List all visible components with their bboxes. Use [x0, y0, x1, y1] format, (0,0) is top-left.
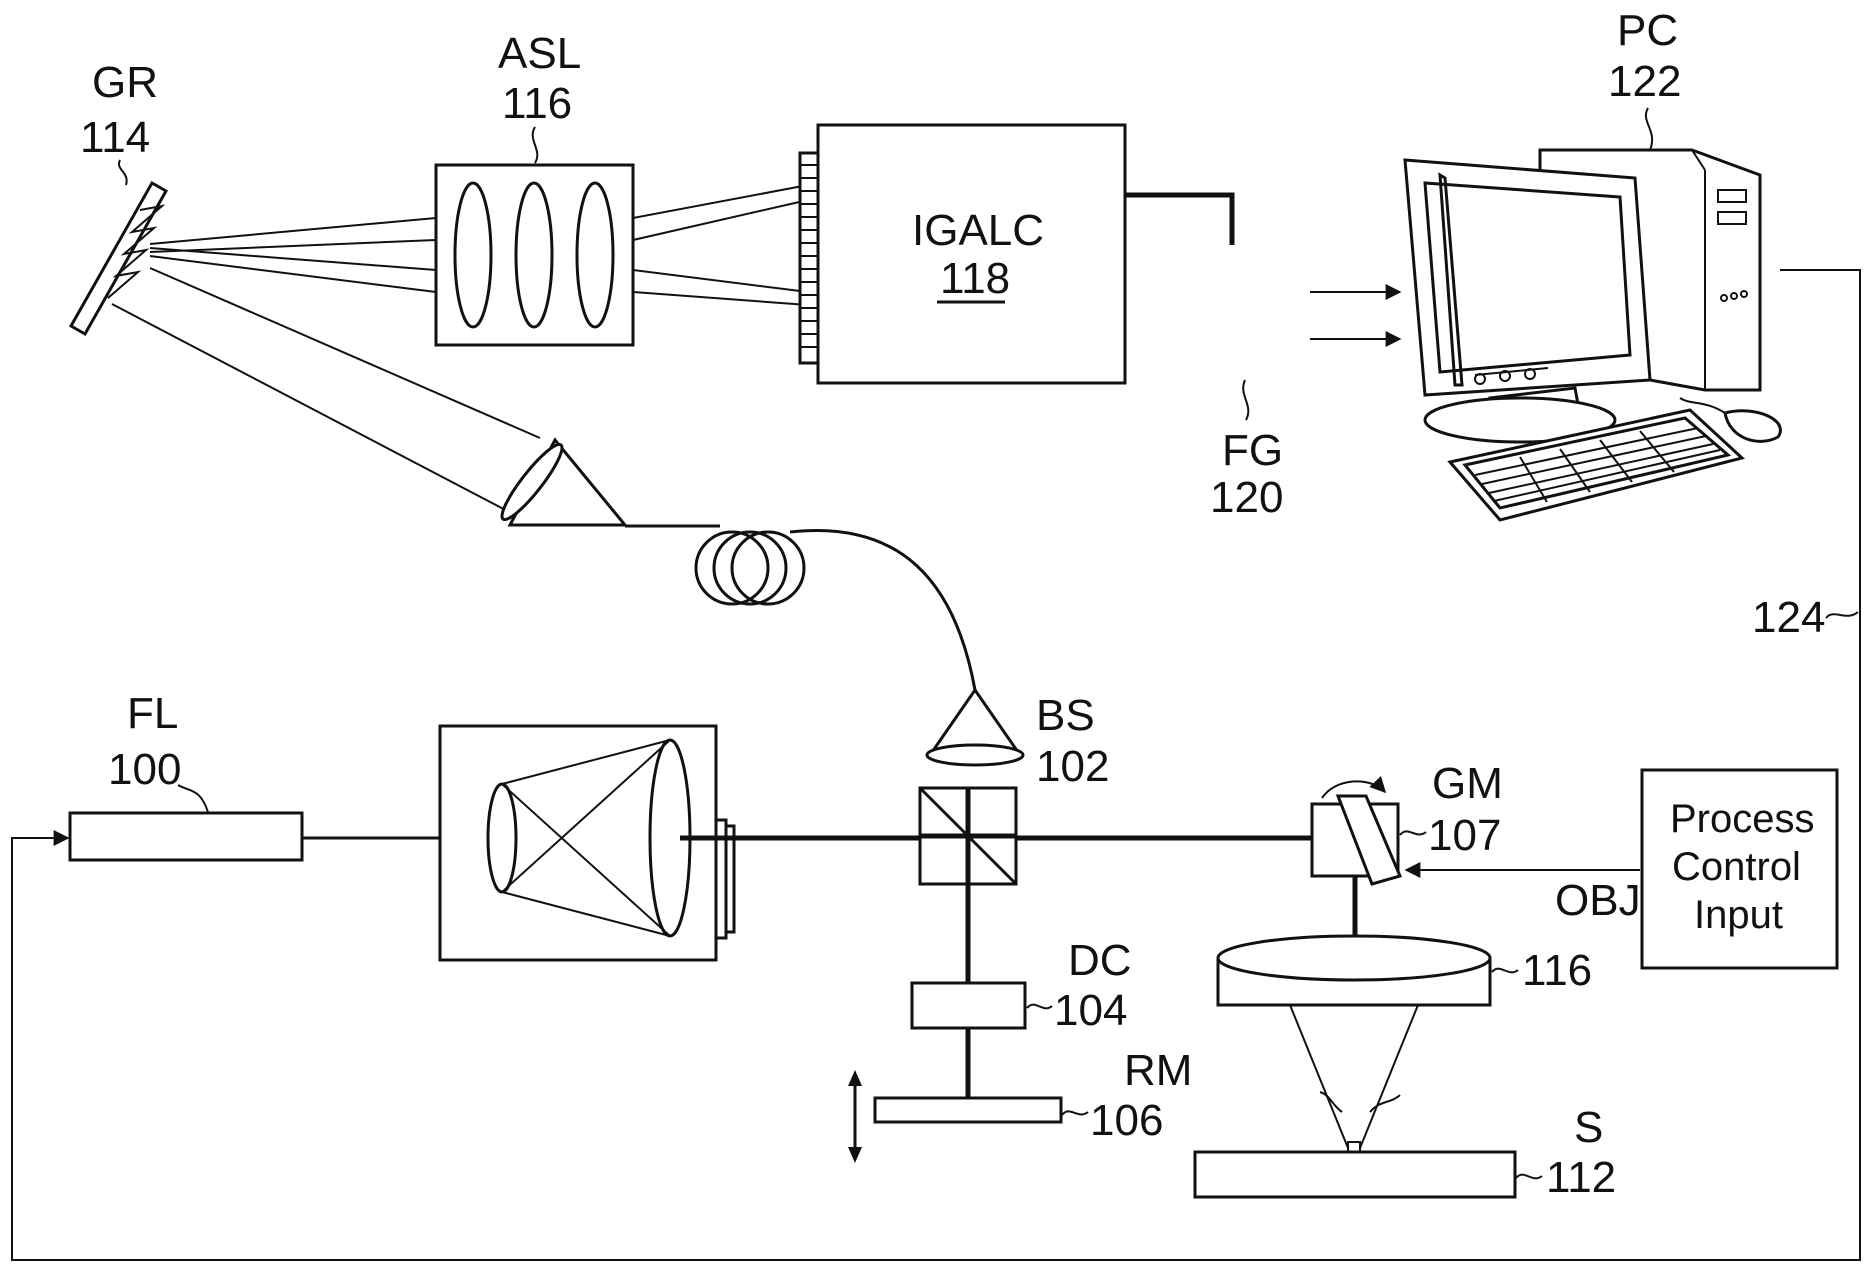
mirror-icon [875, 1098, 1061, 1122]
gr-leader [119, 160, 127, 185]
camera-cable [1125, 195, 1232, 245]
galvo-mirror-icon [1312, 781, 1400, 884]
asl-leader [533, 127, 538, 163]
rm-name: RM [1124, 1046, 1192, 1095]
s-name: S [1574, 1103, 1603, 1152]
obj-name: OBJ [1555, 876, 1641, 925]
objective-lens-icon [1218, 936, 1490, 1005]
gm-ref: 107 [1428, 811, 1501, 860]
link-ref: 124 [1752, 593, 1825, 642]
bs-ref: 102 [1036, 742, 1109, 791]
beam-expander-icon [440, 726, 734, 960]
computer-icon [1405, 150, 1780, 520]
gm-leader [1400, 831, 1426, 835]
s-leader [1516, 1175, 1542, 1179]
fg-ref: 120 [1210, 473, 1283, 522]
fl-laser [70, 813, 302, 860]
focus-cone [1290, 1005, 1418, 1152]
sample-stage [1195, 1152, 1515, 1197]
gm-name: GM [1432, 759, 1503, 808]
pci-line1: Process [1670, 797, 1815, 841]
bs-name: BS [1036, 691, 1095, 740]
pci-line3: Input [1694, 893, 1783, 937]
link-leader [1826, 612, 1858, 618]
beam-splitter-icon [920, 788, 1016, 884]
igalc-name: IGALC [912, 206, 1044, 255]
obj-ref: 116 [1522, 946, 1592, 995]
lens-array-icon [436, 165, 633, 345]
bs-collimator-icon [927, 690, 1023, 765]
fl-name: FL [127, 689, 178, 738]
fl-ref: 100 [108, 745, 181, 794]
dc-name: DC [1068, 936, 1132, 985]
gr-name: GR [92, 58, 158, 107]
s-ref: 112 [1546, 1153, 1616, 1202]
collimator-icon [495, 439, 625, 525]
pc-leader [1646, 108, 1652, 150]
gr-ref: 114 [80, 113, 150, 162]
fg-leader [1243, 380, 1248, 420]
pc-ref: 122 [1608, 57, 1681, 106]
pc-name: PC [1617, 6, 1678, 55]
obj-leader [1492, 969, 1518, 973]
dc-leader [1027, 1005, 1052, 1009]
asl-camera-beams [633, 185, 808, 305]
dc-compensator [912, 983, 1025, 1028]
asl-name: ASL [498, 29, 581, 78]
fg-name: FG [1222, 426, 1283, 475]
dc-ref: 104 [1054, 986, 1127, 1035]
fiber-coil-icon [625, 526, 975, 690]
asl-ref: 116 [502, 79, 572, 128]
rm-ref: 106 [1090, 1096, 1163, 1145]
arrow-icon [848, 1070, 862, 1163]
fl-leader [178, 785, 208, 812]
rm-leader [1062, 1111, 1088, 1115]
igalc-ref: 118 [940, 254, 1010, 303]
grating-icon [71, 183, 166, 334]
grating-beams [150, 218, 436, 292]
pci-line2: Control [1672, 845, 1801, 889]
